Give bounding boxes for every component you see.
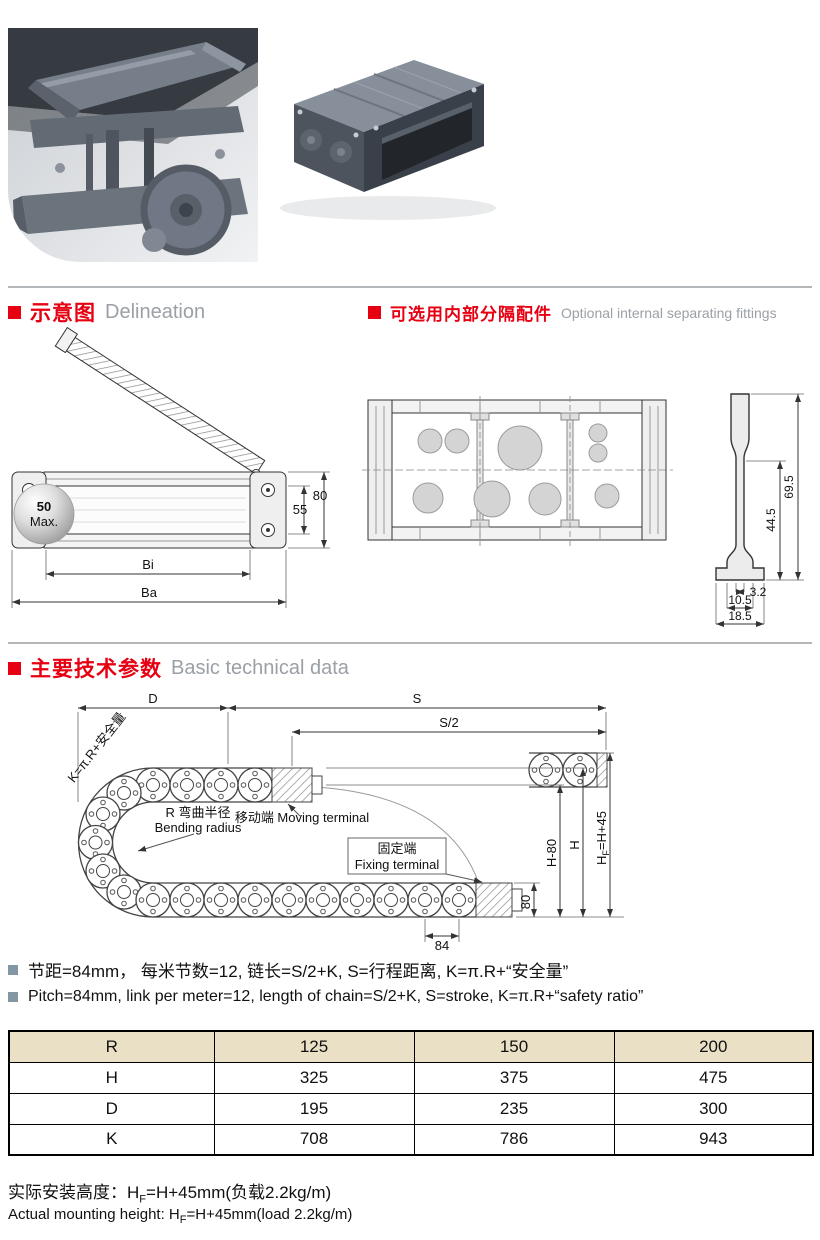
fixing-terminal-block [475, 882, 513, 918]
footer-en-sub: F [179, 1214, 187, 1226]
h-minus-80-dim: H-80 [544, 839, 559, 867]
footer-zh-post: =H+45mm(负载2.2kg/m) [146, 1183, 332, 1202]
fixing-terminal-callout: 固定端 Fixing terminal [347, 837, 447, 875]
red-square-bullet [8, 305, 21, 319]
table-row-r: R 125 150 200 [8, 1030, 814, 1063]
footer-zh-sub: F [139, 1193, 147, 1206]
hf-dimension-label: HF=H+45 [594, 811, 611, 865]
dimension-lines [12, 472, 327, 605]
section-height-inner-dim: 44.5 [764, 508, 778, 532]
separator-profile [715, 393, 765, 581]
max-diameter-value: 50 [37, 499, 51, 514]
table-row-k: K 708 786 943 [8, 1123, 814, 1156]
chain-runs [77, 752, 608, 918]
chain-height-dim: 80 [518, 895, 533, 909]
raised-end-bracket [596, 752, 608, 788]
section-delineation-header: 示意图 Delineation [8, 297, 205, 327]
mounting-height-note-zh: 实际安装高度：HF=H+45mm(负载2.2kg/m) [8, 1178, 331, 1205]
dimension-lines [716, 394, 801, 627]
max-diameter-sphere: 50 Max. [13, 483, 75, 545]
open-lid [54, 326, 266, 475]
bending-radius-label-zh: R 弯曲半径 [165, 805, 230, 820]
section-divider-middle [8, 642, 812, 644]
footer-en-post: =H+45mm(load 2.2kg/m) [186, 1206, 353, 1223]
row-label: D [8, 1092, 215, 1125]
cell-value: 475 [613, 1061, 814, 1094]
cell-value: 235 [413, 1092, 615, 1125]
footer-zh-pre: 实际安装高度：H [8, 1183, 140, 1202]
pitch-note-zh: 节距=84mm， 每米节数=12, 链长=S/2+K, S=行程距离, K=π.… [8, 957, 812, 982]
separators [362, 396, 673, 546]
extension-lines [77, 712, 624, 942]
section-title-en: Optional internal separating fittings [561, 304, 777, 321]
stem-width-dim: 3.2 [750, 585, 767, 599]
table-row-d: D 195 235 300 [8, 1092, 814, 1125]
note-bullet [8, 964, 18, 975]
red-square-bullet [8, 661, 21, 675]
cell-value: 150 [413, 1030, 615, 1063]
product-photo-closeup-illustration [8, 28, 258, 262]
outer-height-dim: 80 [313, 488, 327, 503]
table-row-h: H 325 375 475 [8, 1061, 814, 1094]
half-stroke-dim: S/2 [439, 715, 459, 730]
cell-value: 200 [613, 1030, 814, 1063]
max-diameter-unit: Max. [30, 514, 58, 529]
cell-value: 786 [413, 1123, 615, 1156]
section-title-zh: 示意图 [30, 302, 96, 325]
row-label: K [8, 1123, 215, 1156]
product-photo-full-illustration [280, 60, 496, 220]
stroke-dim: S [413, 691, 422, 706]
cell-value: 125 [213, 1030, 415, 1063]
row-label: H [8, 1061, 215, 1094]
section-title-en: Delineation [105, 300, 206, 323]
top-view-drawing [362, 396, 673, 546]
fixing-terminal-label-en: Fixing terminal [355, 857, 440, 872]
cell-value: 375 [413, 1061, 615, 1094]
section-title-zh: 可选用内部分隔配件 [390, 305, 552, 324]
moving-terminal-label: 移动端 Moving terminal [235, 810, 369, 825]
inner-height-dim: 55 [293, 502, 307, 517]
inner-width-dim: Bi [142, 557, 154, 572]
bend-diagram: D S S/2 移动端 Moving terminal R 弯曲半径 Bendi… [64, 691, 624, 953]
fixing-terminal-label-zh: 固定端 [377, 841, 416, 856]
spec-table: R 125 150 200 H 325 375 475 D 195 235 30… [8, 1030, 814, 1156]
cell-value: 300 [613, 1092, 814, 1125]
h-dim: H [567, 840, 582, 849]
foot-width-dim: 10.5 [728, 593, 752, 607]
footer-en-pre: Actual mounting height: H [8, 1206, 180, 1223]
cable-circles [412, 423, 620, 518]
separator-section-drawing: 69.5 44.5 3.2 10.5 18.5 [715, 393, 804, 627]
section-technical-header: 主要技术参数 Basic technical data [8, 653, 349, 683]
moving-terminal-block [271, 767, 313, 803]
note-bullet [8, 992, 18, 1002]
dimension-lines [78, 705, 613, 939]
pitch-note-zh-text: 节距=84mm， 每米节数=12, 链长=S/2+K, S=行程距离, K=π.… [28, 962, 569, 981]
cell-value: 195 [213, 1092, 415, 1125]
section-title-zh: 主要技术参数 [30, 658, 162, 681]
pitch-dim: 84 [435, 938, 449, 953]
section-fittings-header: 可选用内部分隔配件 Optional internal separating f… [368, 300, 777, 325]
cell-value: 943 [613, 1123, 814, 1156]
red-square-bullet [368, 306, 381, 319]
pitch-note-en-text: Pitch=84mm, link per meter=12, length of… [28, 988, 644, 1005]
section-divider-top [8, 286, 812, 288]
row-label: R [8, 1030, 215, 1063]
cell-value: 708 [213, 1123, 415, 1156]
product-photo-full [266, 40, 511, 232]
mounting-height-note-en: Actual mounting height: HF=H+45mm(load 2… [8, 1206, 352, 1226]
outer-width-dim: Ba [141, 585, 158, 600]
bending-radius-label-en: Bending radius [155, 820, 242, 835]
product-photo-closeup [8, 28, 258, 262]
side-view-drawing: 50 Max. 55 80 Bi Ba [11, 326, 330, 608]
bend-width-dim: D [148, 691, 157, 706]
section-height-outer-dim: 69.5 [782, 475, 796, 499]
cell-value: 325 [213, 1061, 415, 1094]
section-title-en: Basic technical data [171, 656, 349, 679]
leader-lines [137, 803, 483, 884]
k-formula-label: K=π.R+安全量 [64, 709, 128, 785]
pitch-note-en: Pitch=84mm, link per meter=12, length of… [8, 988, 812, 1006]
base-width-dim: 18.5 [728, 609, 752, 623]
